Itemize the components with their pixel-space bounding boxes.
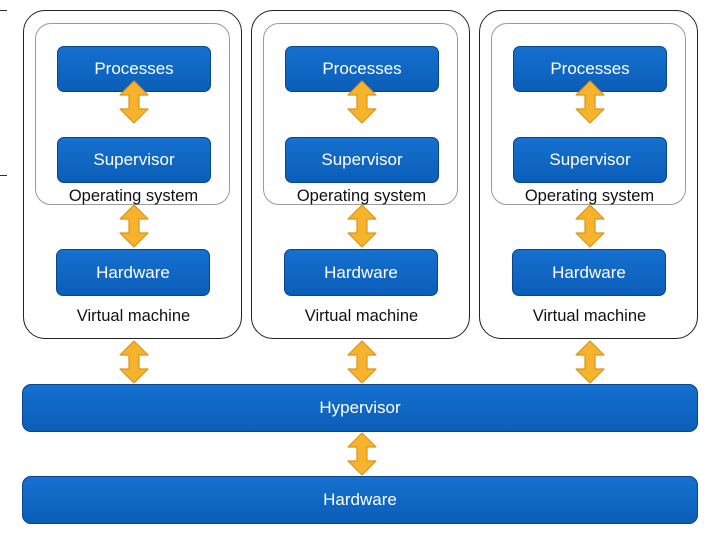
double-arrow-icon: [347, 340, 377, 384]
operating-system-label: Operating system: [524, 187, 655, 205]
virtual-machine-3: Processes Supervisor Operating system Ha…: [479, 10, 698, 339]
operating-system-frame: Processes Supervisor Operating system: [491, 23, 686, 205]
processes-box: Processes: [285, 46, 439, 92]
double-arrow-icon: [575, 340, 605, 384]
physical-hardware-bar: Hardware: [22, 476, 698, 524]
operating-system-frame: Processes Supervisor Operating system: [35, 23, 230, 205]
hypervisor-bar: Hypervisor: [22, 384, 698, 432]
virtual-machine-label: Virtual machine: [532, 307, 647, 325]
vm-hardware-box: Hardware: [56, 249, 210, 296]
vm-hardware-box: Hardware: [512, 249, 666, 296]
vm-hardware-box: Hardware: [284, 249, 438, 296]
virtual-machine-1: Processes Supervisor Operating system Ha…: [23, 10, 242, 339]
margin-tick-top: [0, 10, 7, 12]
operating-system-label: Operating system: [68, 187, 199, 205]
virtual-machine-label: Virtual machine: [76, 307, 191, 325]
processes-box: Processes: [513, 46, 667, 92]
double-arrow-icon: [347, 432, 377, 476]
processes-box: Processes: [57, 46, 211, 92]
double-arrow-icon: [119, 340, 149, 384]
virtual-machine-label: Virtual machine: [304, 307, 419, 325]
supervisor-box: Supervisor: [513, 137, 667, 183]
operating-system-label: Operating system: [296, 187, 427, 205]
margin-tick-middle: [0, 175, 7, 177]
operating-system-frame: Processes Supervisor Operating system: [263, 23, 458, 205]
supervisor-box: Supervisor: [57, 137, 211, 183]
supervisor-box: Supervisor: [285, 137, 439, 183]
virtual-machine-2: Processes Supervisor Operating system Ha…: [251, 10, 470, 339]
